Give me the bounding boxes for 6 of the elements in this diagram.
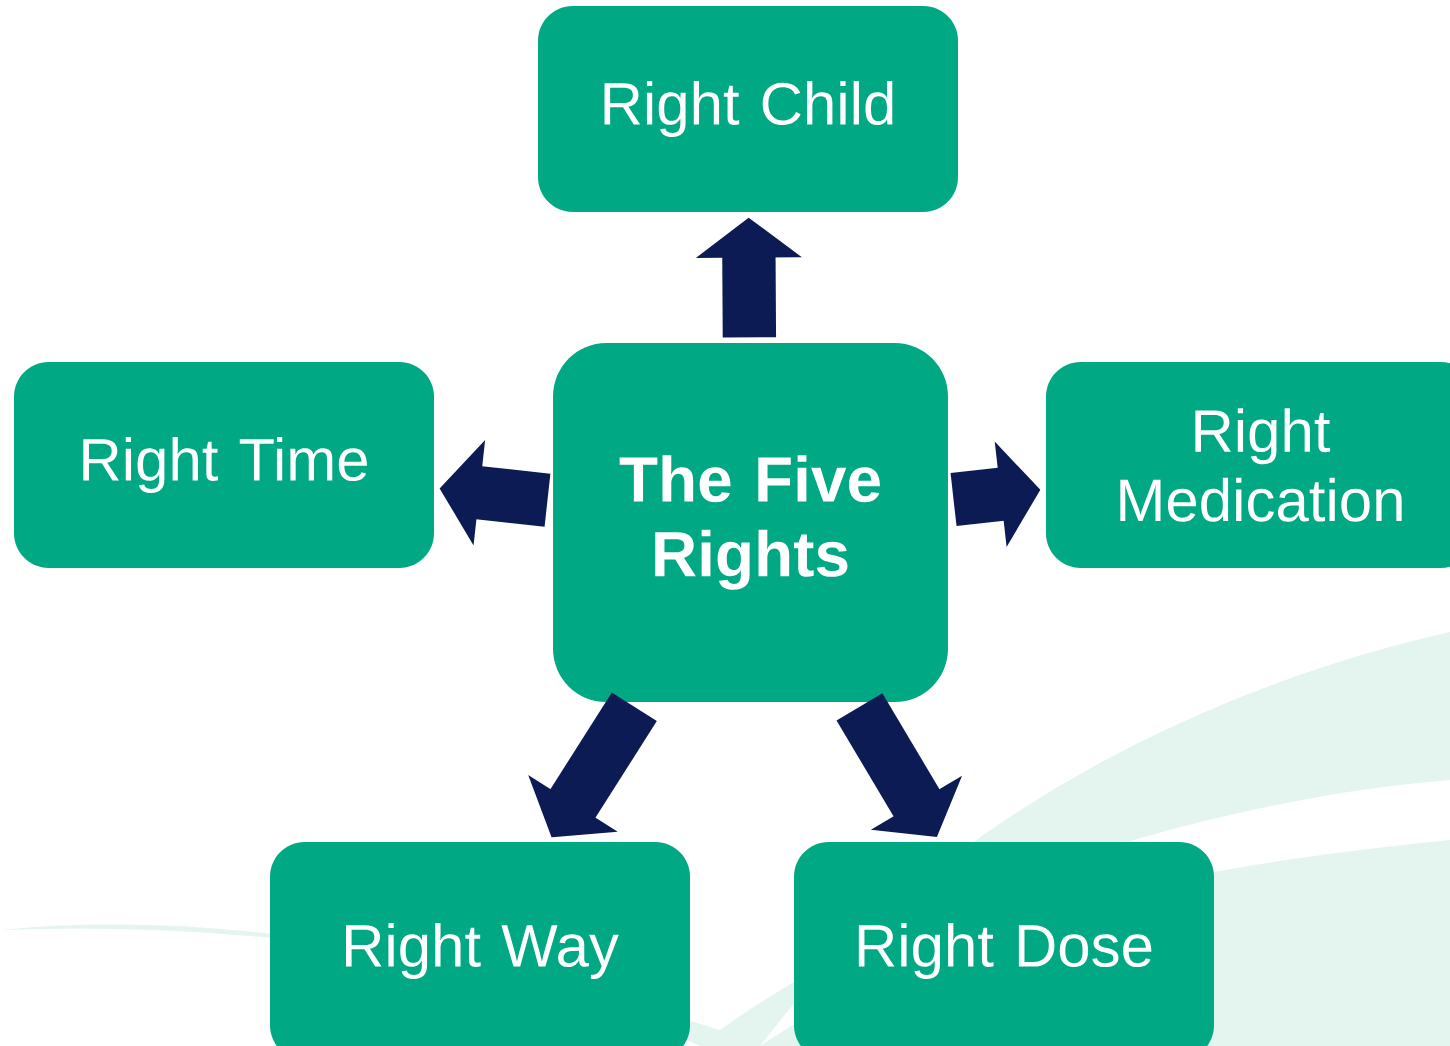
rounded-box: Right Way	[270, 842, 690, 1046]
rounded-box: Right Child	[538, 6, 958, 212]
central-box: The Five Rights	[553, 343, 948, 702]
rounded-box: Right Dose	[794, 842, 1214, 1046]
rounded-box: Right Time	[14, 362, 434, 568]
rounded-box: Right Medication	[1045, 362, 1450, 568]
